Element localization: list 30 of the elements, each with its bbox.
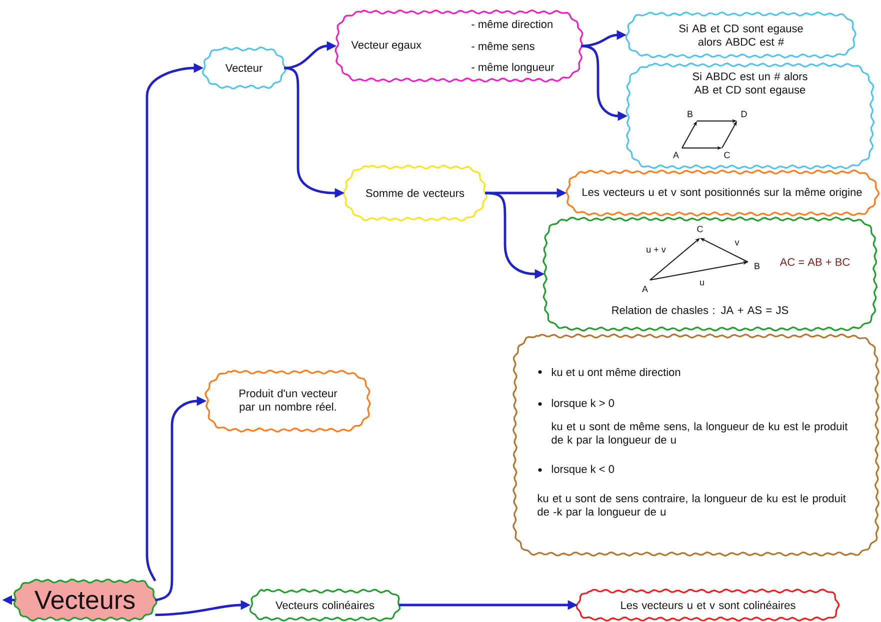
bullet-text: ku et u ont même direction [552, 368, 680, 376]
topic-bubble: Les vecteurs u et v sont positionnés sur la même origine [566, 169, 880, 217]
point-label: A [642, 286, 648, 292]
topic-bubble: Les vecteurs u et v sont colinéaires [576, 588, 840, 622]
topic-bubble: Si AB et CD sont egause alors ABDC est # [626, 12, 856, 59]
point-label: A [673, 152, 679, 158]
bubble-text: Relation de chasles : JA + AS = JS [612, 306, 788, 314]
bubble-text: Si ABDC est un # alors AB et CD sont egause [692, 72, 808, 96]
bullet-text: lorsque k > 0 [552, 398, 614, 410]
formula-text: AC = AB + BC [780, 258, 850, 266]
topic-bubble: Vecteurs colinéaires [249, 588, 401, 622]
point-label: B [688, 110, 693, 118]
topic-bubble [512, 333, 880, 557]
topic-bubble: Vecteur [202, 46, 286, 90]
topic-bubble: Somme de vecteurs [343, 164, 488, 222]
point-label: D [742, 110, 747, 118]
note-text: ku et u sont de même sens, la longueur de ku est le produit de k par la longueur de u [552, 422, 848, 446]
central-topic-bubble: Vecteurs [13, 578, 158, 622]
point-label: C [724, 152, 730, 158]
topic-bubble: Produit d'un vecteur par un nombre réel. [204, 370, 371, 432]
bubble-heading: Vecteur egaux [351, 41, 422, 51]
point-label: B [754, 262, 760, 270]
list-item: - même sens [472, 42, 534, 50]
note-text: ku et u sont de sens contraire, la longueur de ku est le produit de -k par la longueur de u [538, 494, 846, 518]
list-item: - même longueur [472, 62, 554, 74]
bullet-text: lorsque k < 0 [552, 464, 614, 476]
point-label: C [697, 226, 703, 232]
list-item: - même direction [472, 20, 552, 28]
vector-label: u [700, 280, 704, 286]
topic-bubble [334, 9, 584, 82]
